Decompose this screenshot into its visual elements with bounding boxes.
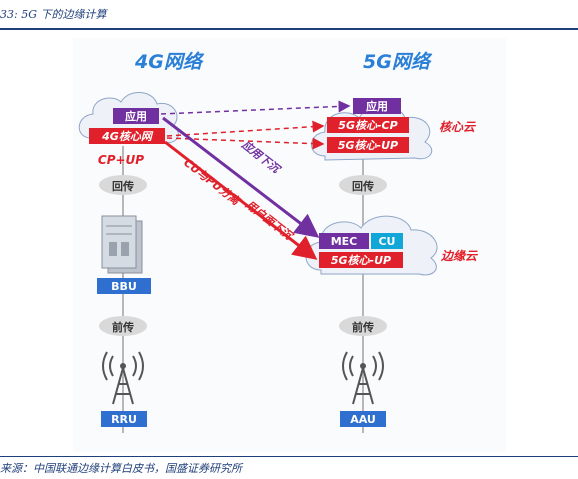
aau-tower-icon (342, 351, 384, 405)
label-bbu: BBU (111, 280, 137, 293)
box-5g-core-up (327, 137, 409, 153)
pill-backhaul-5g (339, 175, 387, 195)
box-mec (319, 233, 369, 249)
pill-fronthaul-4g (99, 316, 147, 336)
rru-tower-icon (102, 351, 144, 405)
label-app-4g: 应用 (125, 109, 147, 123)
bbu-device-icon (101, 215, 143, 274)
box-app-5g (353, 98, 401, 114)
label-aau: AAU (350, 413, 376, 426)
label-edge-cloud: 边缘云 (440, 249, 479, 263)
box-4g-core (89, 128, 165, 144)
box-bbu (97, 278, 151, 294)
label-cu: CU (378, 235, 395, 248)
pill-backhaul-4g (99, 175, 147, 195)
figure-caption: 33: 5G 下的边缘计算 (0, 8, 107, 21)
box-cu (371, 233, 403, 249)
arrow-core-to-cp (166, 120, 325, 137)
diagram-canvas: 4G网络 5G网络 应用 4G核心网 CP+UP 回传 BBU 前传 RRU 应… (78, 51, 479, 433)
box-aau (340, 411, 386, 427)
title-5g-network: 5G网络 (363, 51, 433, 73)
label-backhaul-4g: 回传 (112, 179, 134, 193)
source-note: 来源：中国联通边缘计算白皮书，国盛证券研究所 (0, 462, 242, 475)
box-rru (101, 411, 147, 427)
label-mec: MEC (331, 235, 358, 248)
arrow-core-to-up (166, 137, 325, 150)
title-4g-network: 4G网络 (134, 51, 205, 73)
label-cp-up: CP+UP (98, 153, 144, 167)
box-edge-5g-up (319, 252, 403, 268)
label-fronthaul-4g: 前传 (112, 320, 134, 334)
pill-fronthaul-5g (339, 316, 387, 336)
bottom-rule (0, 456, 578, 457)
label-4g-core: 4G核心网 (101, 130, 154, 143)
arrow-app-sink (162, 116, 320, 238)
label-backhaul-5g: 回传 (352, 179, 374, 193)
label-core-cloud: 核心云 (439, 120, 477, 134)
label-5g-core-cp: 5G核心-CP (338, 119, 397, 132)
edge-computing-diagram: 4G网络 5G网络 应用 4G核心网 CP+UP 回传 BBU 前传 RRU 应… (73, 38, 506, 452)
label-rru: RRU (111, 413, 137, 426)
top-rule (0, 28, 578, 30)
box-app-4g (113, 108, 159, 124)
label-5g-core-up: 5G核心-UP (338, 139, 398, 152)
label-app-sink: 应用下沉 (238, 138, 283, 177)
box-5g-core-cp (327, 117, 409, 133)
label-app-5g: 应用 (366, 99, 388, 113)
arrow-app-to-app (160, 100, 351, 115)
label-fronthaul-5g: 前传 (352, 320, 374, 334)
arrow-user-plane-sink (164, 140, 318, 260)
label-cu-pu-split: CU与PU分离 (181, 156, 243, 209)
label-user-plane-sink: 用户面下沉 (242, 198, 296, 244)
label-edge-5g-up: 5G核心-UP (331, 254, 391, 267)
